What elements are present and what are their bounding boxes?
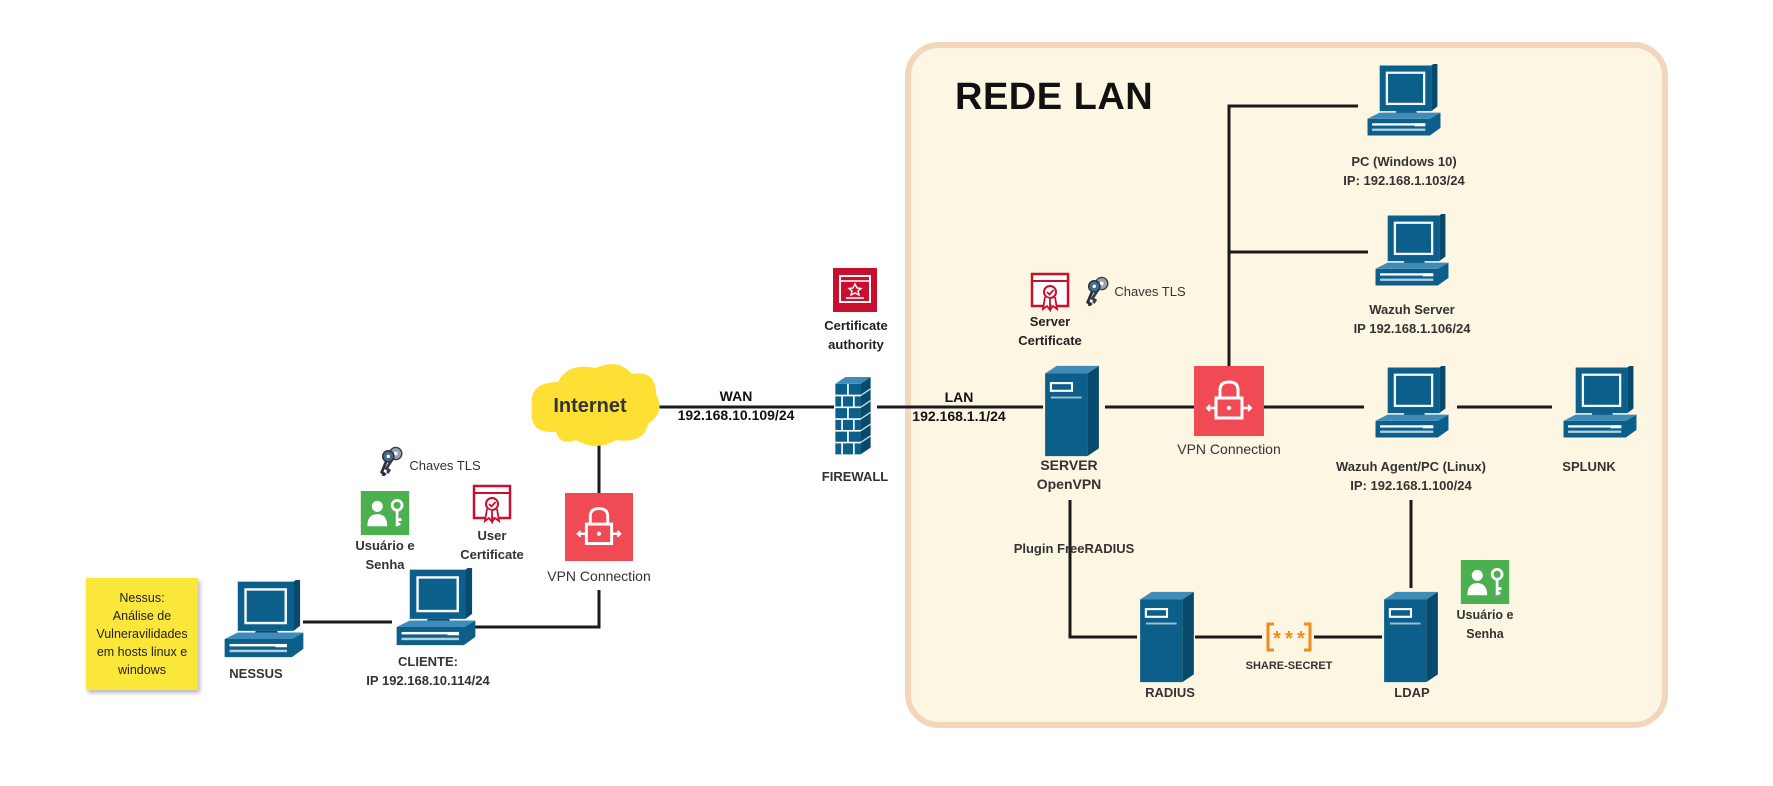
wazuh-agent-label: Wazuh Agent/PC (Linux) IP: 192.168.1.100…: [1336, 457, 1486, 495]
nessus-label: NESSUS: [229, 666, 283, 681]
wan-label: WAN 192.168.10.109/24: [678, 387, 795, 425]
ca-line1: Certificate: [824, 318, 888, 333]
nessus-sticky-note: Nessus: Análise de Vulneravilidades em h…: [86, 578, 198, 690]
share-secret-icon: ***: [1266, 622, 1312, 653]
wazuh-server-label: Wazuh Server IP 192.168.1.106/24: [1354, 300, 1471, 338]
user-certificate-icon: [472, 484, 512, 524]
pc-windows-label: PC (Windows 10) IP: 192.168.1.103/24: [1343, 152, 1464, 190]
ldap-label: LDAP: [1394, 685, 1430, 700]
lan-zone: [905, 42, 1668, 728]
server-certificate-label: Server Certificate: [1018, 312, 1082, 350]
ldap-server-icon: [1383, 590, 1439, 684]
chaves-tls-label-left: Chaves TLS: [409, 458, 481, 473]
user-certificate-line2: Certificate: [460, 547, 524, 562]
server-openvpn-line1: SERVER: [1040, 457, 1098, 473]
usuario-senha-left-line1: Usuário e: [355, 538, 415, 553]
splunk-computer-icon: [1563, 366, 1637, 438]
lan-link-line2: 192.168.1.1/24: [912, 408, 1006, 424]
openvpn-server-icon: [1044, 364, 1100, 458]
usuario-senha-right-line2: Senha: [1466, 627, 1504, 641]
wazuh-server-line1: Wazuh Server: [1369, 302, 1455, 317]
tls-keys-icon-right: [1086, 276, 1110, 306]
usuario-senha-left-line2: Senha: [365, 557, 405, 572]
note-line-1: Nessus:: [119, 591, 165, 605]
lan-link-label: LAN 192.168.1.1/24: [912, 388, 1005, 426]
note-line-5: windows: [118, 663, 166, 677]
certificate-authority-icon: [833, 268, 877, 312]
tls-keys-icon-left: [380, 446, 404, 476]
cliente-label: CLIENTE: IP 192.168.10.114/24: [366, 652, 489, 690]
vpn-connection-label-left: VPN Connection: [547, 568, 651, 584]
note-line-3: Vulneravilidades: [96, 627, 188, 641]
usuario-senha-label-right: Usuário e Senha: [1457, 606, 1514, 644]
wazuh-agent-line2: IP: 192.168.1.100/24: [1350, 478, 1472, 493]
share-secret-symbol: ***: [1271, 630, 1307, 653]
usuario-senha-label-left: Usuário e Senha: [355, 536, 414, 574]
usuario-senha-right-line1: Usuário e: [1456, 608, 1514, 622]
user-certificate-label: User Certificate: [460, 526, 524, 564]
vpn-lock-icon-left: [565, 493, 633, 561]
wan-line2: 192.168.10.109/24: [677, 407, 795, 423]
radius-label: RADIUS: [1145, 685, 1195, 700]
cliente-label-line2: IP 192.168.10.114/24: [366, 673, 490, 688]
pc-windows-line1: PC (Windows 10): [1351, 154, 1457, 169]
pc-windows-icon: [1367, 64, 1441, 136]
firewall-label: FIREWALL: [821, 469, 889, 484]
server-openvpn-label: SERVER OpenVPN: [1037, 456, 1102, 494]
link-vpn-pc-windows: [1227, 104, 1358, 368]
nessus-computer-icon: [224, 580, 304, 658]
link-cliente-vpn: [473, 590, 601, 629]
chaves-tls-label-right: Chaves TLS: [1114, 284, 1186, 299]
cliente-computer-icon: [396, 568, 476, 646]
lan-link-line1: LAN: [944, 389, 974, 405]
plugin-freeradius-label: Plugin FreeRADIUS: [1013, 541, 1135, 556]
vpn-connection-label-right: VPN Connection: [1177, 441, 1281, 457]
splunk-label: SPLUNK: [1562, 459, 1616, 474]
cliente-label-line1: CLIENTE:: [398, 654, 458, 669]
server-certificate-line2: Certificate: [1018, 333, 1082, 348]
user-key-icon-right: [1459, 560, 1511, 604]
server-openvpn-line2: OpenVPN: [1036, 476, 1102, 492]
firewall-icon: [834, 376, 872, 456]
wan-line1: WAN: [719, 388, 753, 404]
wazuh-server-icon: [1375, 214, 1449, 286]
lan-title: REDE LAN: [955, 76, 1154, 118]
link-server-radius: [1068, 500, 1137, 639]
server-certificate-line1: Server: [1029, 314, 1071, 329]
vpn-lock-icon-right: [1194, 366, 1264, 436]
internet-label: Internet: [553, 395, 627, 417]
connection-lines: [303, 104, 1552, 639]
note-line-4: em hosts linux e: [96, 645, 188, 659]
note-line-2: Análise de: [112, 609, 172, 623]
share-secret-label: SHARE-SECRET: [1245, 660, 1333, 672]
server-certificate-icon: [1030, 272, 1070, 312]
internet-cloud: [531, 364, 660, 446]
radius-server-icon: [1139, 590, 1195, 684]
wazuh-server-line2: IP 192.168.1.106/24: [1353, 321, 1471, 336]
wazuh-agent-icon: [1375, 366, 1449, 438]
certificate-authority-label: Certificate authority: [824, 316, 888, 354]
pc-windows-line2: IP: 192.168.1.103/24: [1343, 173, 1465, 188]
ca-line2: authority: [828, 337, 884, 352]
wazuh-agent-line1: Wazuh Agent/PC (Linux): [1336, 459, 1486, 474]
user-certificate-line1: User: [477, 528, 507, 543]
user-key-icon-left: [359, 491, 411, 535]
